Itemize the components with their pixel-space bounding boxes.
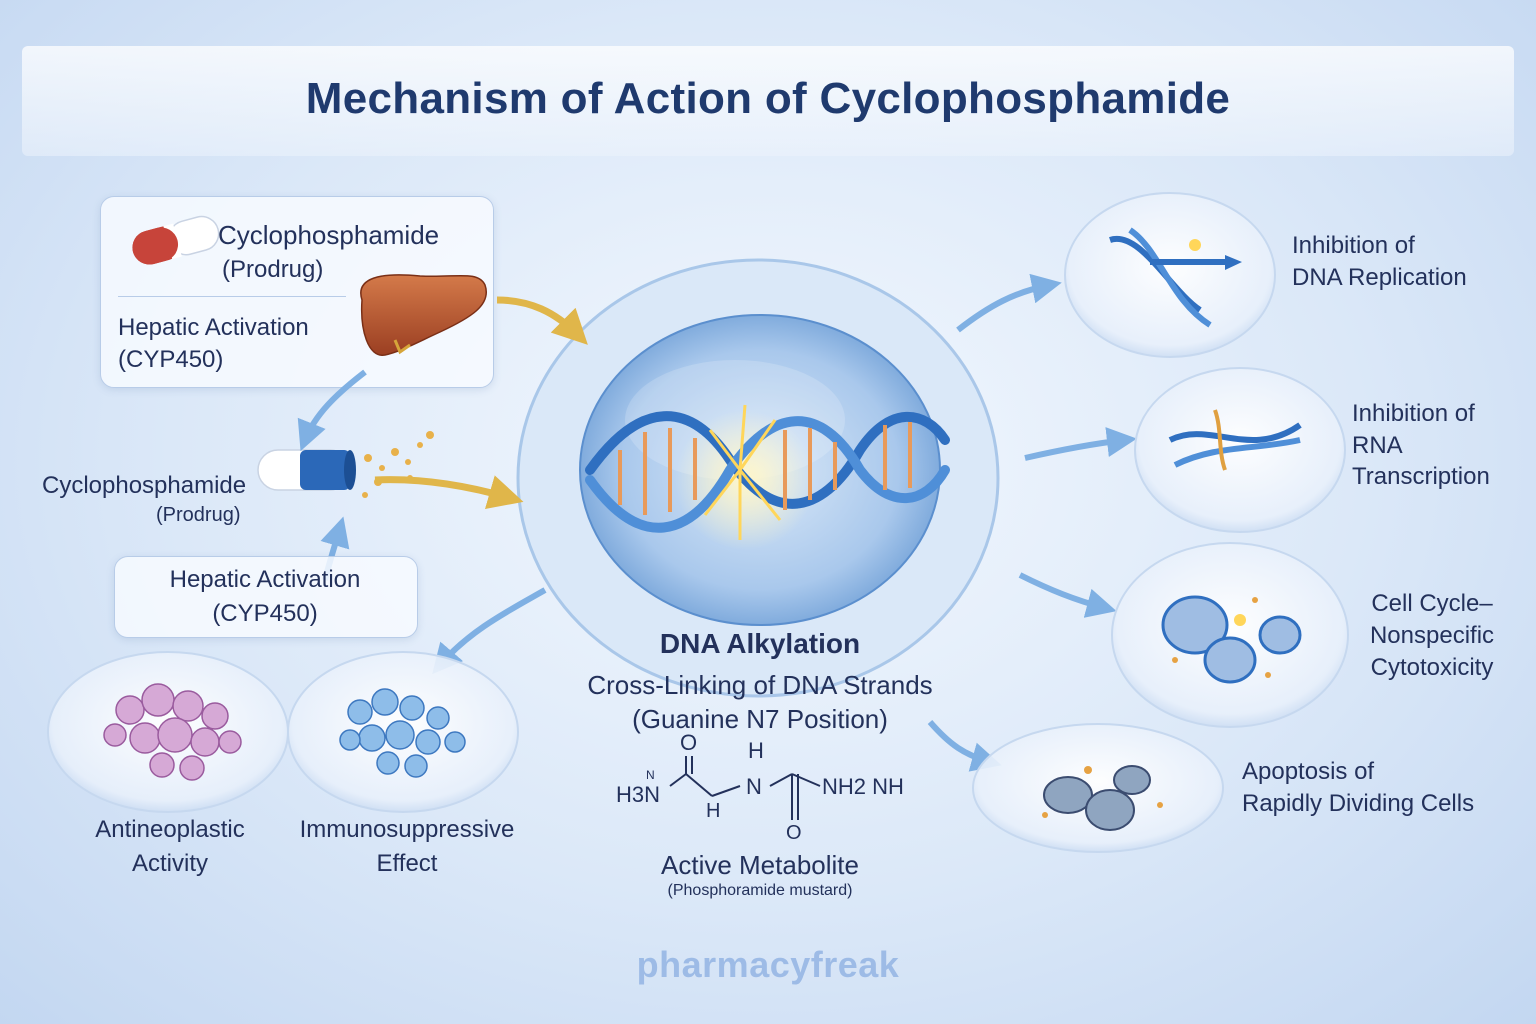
watermark: pharmacyfreak bbox=[636, 944, 900, 985]
effect-left-2-line2: Effect bbox=[376, 850, 438, 877]
effect-2-line3: Transcription bbox=[1352, 463, 1490, 490]
structure-n-small: N bbox=[646, 768, 655, 782]
prodrug-qualifier-mid: (Prodrug) bbox=[156, 504, 241, 526]
effect-1-line1: Inhibition of bbox=[1292, 232, 1415, 259]
effect-3-line2: Nonspecific bbox=[1369, 622, 1495, 649]
bubble-rna-transcription bbox=[1134, 367, 1346, 533]
structure-o-bottom: O bbox=[786, 822, 802, 844]
card-divider bbox=[118, 296, 346, 297]
metabolite-structure-bonds bbox=[669, 756, 821, 820]
effect-4-line2: Rapidly Dividing Cells bbox=[1242, 790, 1475, 817]
active-metabolite-label: Active Metabolite bbox=[661, 850, 859, 880]
bubble-immunosuppressive bbox=[287, 651, 519, 813]
effect-3-line1: Cell Cycle– bbox=[1371, 590, 1493, 617]
phosphoramide-mustard-label: (Phosphoramide mustard) bbox=[667, 882, 853, 899]
effect-left-1-line2: Activity bbox=[131, 850, 208, 877]
activation-arrows bbox=[297, 296, 588, 581]
liver-icon bbox=[360, 274, 488, 356]
structure-nh2-nh: NH2 NH bbox=[822, 774, 904, 799]
effect-left-1-line1: Antineoplastic bbox=[95, 816, 245, 843]
activation-card bbox=[114, 556, 418, 638]
prodrug-name-mid: Cyclophosphamide bbox=[42, 472, 247, 499]
cyp450-mid: (CYP450) bbox=[212, 600, 318, 627]
prodrug-name-top: Cyclophosphamide bbox=[218, 220, 440, 250]
cross-linking-line: Cross-Linking of DNA Strands bbox=[587, 670, 933, 700]
hepatic-activation-top: Hepatic Activation bbox=[118, 314, 309, 341]
page-title: Mechanism of Action of Cyclophosphamide bbox=[305, 74, 1231, 123]
structure-h-bottom: H bbox=[706, 800, 721, 822]
cyp450-top: (CYP450) bbox=[118, 346, 224, 373]
bubble-cytotoxicity bbox=[1111, 542, 1349, 728]
effect-2-line1: Inhibition of bbox=[1352, 400, 1475, 427]
dna-helix bbox=[585, 404, 950, 540]
structure-n-mid: N bbox=[746, 774, 762, 799]
effect-1-line2: DNA Replication bbox=[1292, 264, 1467, 291]
bubble-dna-replication bbox=[1064, 192, 1276, 358]
open-capsule-icon bbox=[257, 431, 434, 498]
structure-o-left: O bbox=[680, 730, 698, 755]
effect-3-line3: Cytotoxicity bbox=[1370, 654, 1494, 681]
effect-2-line2: RNA bbox=[1352, 432, 1403, 459]
cell-nucleus bbox=[516, 258, 1000, 698]
guanine-n7-line: (Guanine N7 Position) bbox=[632, 704, 888, 734]
bubble-apoptosis bbox=[972, 723, 1224, 853]
effect-arrows bbox=[432, 273, 1137, 772]
bubble-antineoplastic bbox=[47, 651, 289, 813]
structure-h-top: H bbox=[748, 738, 764, 763]
dna-alkylation-heading: DNA Alkylation bbox=[659, 628, 861, 659]
title-banner bbox=[22, 46, 1514, 156]
capsule-icon bbox=[132, 215, 220, 265]
effect-4-line1: Apoptosis of bbox=[1242, 758, 1375, 785]
prodrug-qualifier-top: (Prodrug) bbox=[222, 256, 324, 283]
hepatic-activation-mid: Hepatic Activation bbox=[169, 566, 361, 593]
effect-left-2-line1: Immunosuppressive bbox=[299, 816, 515, 843]
structure-h3n: H3N bbox=[616, 782, 661, 807]
